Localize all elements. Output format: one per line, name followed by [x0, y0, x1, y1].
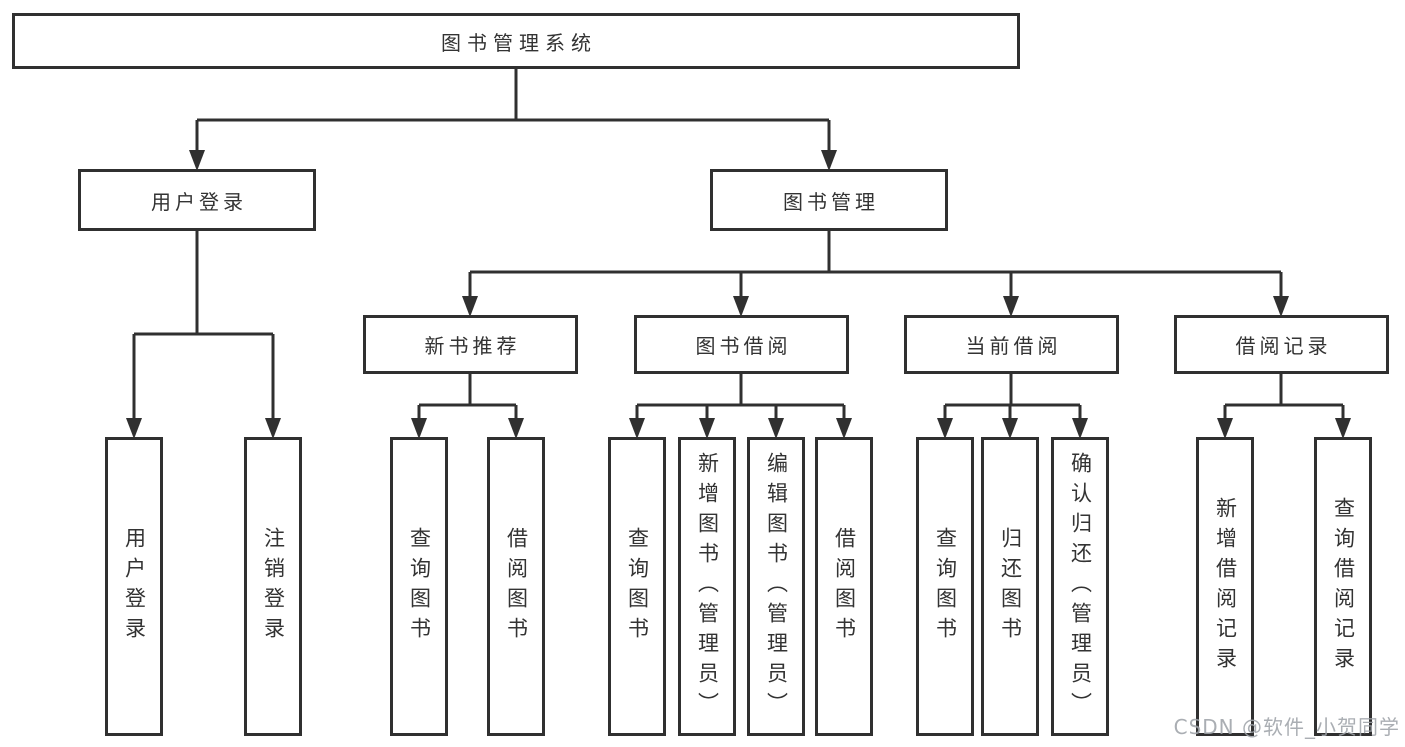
leaf-user-login: 用户登录: [105, 437, 163, 736]
node-book-management: 图书管理: [710, 169, 948, 231]
node-book-borrow-label: 图书借阅: [695, 334, 792, 358]
node-current-borrow: 当前借阅: [904, 315, 1119, 374]
leaf-cb-confirm-return-admin: 确认归还（管理员）: [1051, 437, 1109, 736]
leaf-br-query-record: 查询借阅记录: [1314, 437, 1372, 736]
leaf-nb-borrow-books-label: 借阅图书: [504, 526, 529, 647]
leaf-bb-add-books-admin-label: 新增图书（管理员）: [695, 451, 720, 722]
leaf-br-query-record-label: 查询借阅记录: [1331, 496, 1356, 677]
leaf-logout-label: 注销登录: [261, 526, 286, 647]
leaf-bb-borrow-books-label: 借阅图书: [832, 526, 857, 647]
leaf-cb-return-books-label: 归还图书: [998, 526, 1023, 647]
node-root-label: 图书管理系统: [441, 30, 597, 55]
csdn-watermark: CSDN @软件_小贺同学: [1173, 715, 1400, 739]
node-new-book-recommend: 新书推荐: [363, 315, 578, 374]
node-user-login-label: 用户登录: [151, 189, 247, 214]
node-book-management-label: 图书管理: [783, 189, 879, 214]
node-new-book-recommend-label: 新书推荐: [424, 334, 521, 358]
leaf-cb-query-books: 查询图书: [916, 437, 974, 736]
leaf-logout: 注销登录: [244, 437, 302, 736]
leaf-br-add-record: 新增借阅记录: [1196, 437, 1254, 736]
leaf-nb-query-books: 查询图书: [390, 437, 448, 736]
leaf-nb-query-books-label: 查询图书: [407, 526, 432, 647]
leaf-bb-borrow-books: 借阅图书: [815, 437, 873, 736]
node-book-borrow: 图书借阅: [634, 315, 849, 374]
leaf-br-add-record-label: 新增借阅记录: [1213, 496, 1238, 677]
node-root-system: 图书管理系统: [12, 13, 1020, 69]
node-user-login: 用户登录: [78, 169, 316, 231]
leaf-user-login-label: 用户登录: [122, 526, 147, 647]
leaf-bb-add-books-admin: 新增图书（管理员）: [678, 437, 736, 736]
node-borrow-records: 借阅记录: [1174, 315, 1389, 374]
leaf-bb-edit-books-admin-label: 编辑图书（管理员）: [764, 451, 789, 722]
node-borrow-records-label: 借阅记录: [1235, 334, 1332, 358]
leaf-bb-edit-books-admin: 编辑图书（管理员）: [747, 437, 805, 736]
leaf-cb-confirm-return-admin-label: 确认归还（管理员）: [1068, 451, 1093, 722]
leaf-cb-return-books: 归还图书: [981, 437, 1039, 736]
leaf-nb-borrow-books: 借阅图书: [487, 437, 545, 736]
leaf-cb-query-books-label: 查询图书: [933, 526, 958, 647]
leaf-bb-query-books-label: 查询图书: [625, 526, 650, 647]
leaf-bb-query-books: 查询图书: [608, 437, 666, 736]
node-current-borrow-label: 当前借阅: [965, 334, 1062, 358]
